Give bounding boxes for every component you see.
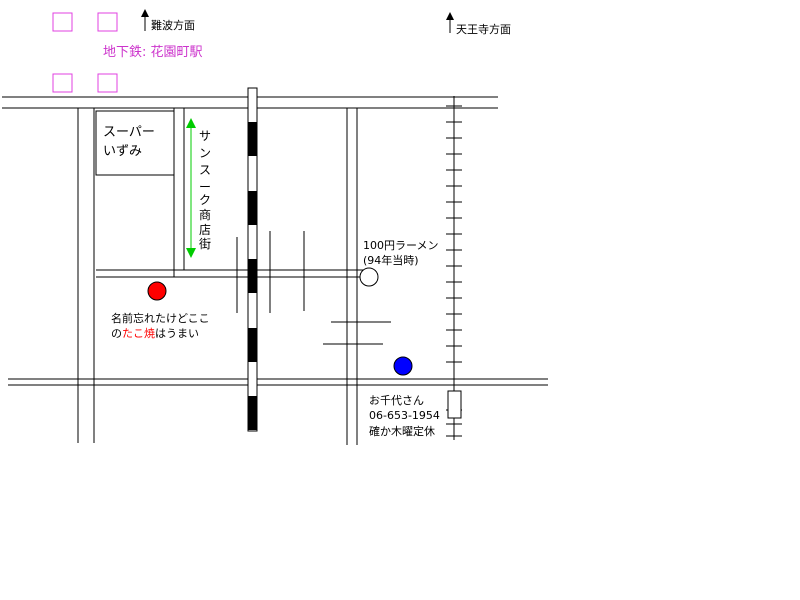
- arcade-label-char: ン: [199, 146, 211, 160]
- takoyaki-label-line1: 名前忘れたけどここ: [111, 311, 210, 325]
- ramen-shop-marker: [359, 267, 379, 287]
- takoyaki-label-highlight: たこ焼: [122, 327, 155, 340]
- takoyaki-shop-marker: [147, 281, 167, 301]
- subway-entrance-marker: [97, 12, 118, 32]
- takoyaki-label-line2: のたこ焼はうまい: [111, 327, 199, 340]
- ramen-label-line2: (94年当時): [363, 253, 419, 267]
- subway-entrance-marker: [52, 12, 73, 32]
- tennoji-direction-arrow: [446, 12, 454, 33]
- ochiyo-label-holiday: 確か木曜定休: [369, 424, 435, 438]
- ochiyo-shop-marker: [393, 356, 413, 376]
- supermarket-label-line1: スーパー: [103, 125, 155, 140]
- arcade-label: サ ン ス ー ク 商 店 街: [199, 129, 211, 251]
- left-vertical-road: [77, 108, 95, 443]
- narrow-street: [173, 108, 185, 277]
- arcade-label-char: ス: [199, 163, 211, 177]
- arcade-arrow: [186, 118, 196, 258]
- takoyaki-label-suffix: はうまい: [155, 327, 199, 340]
- subway-station-label: 地下鉄: 花園町駅: [103, 44, 203, 60]
- tennoji-direction-label: 天王寺方面: [456, 22, 511, 36]
- bottom-road: [8, 378, 548, 386]
- subway-entrance-marker: [52, 73, 73, 93]
- station-platform: [447, 390, 462, 419]
- supermarket-label-line2: いずみ: [103, 144, 142, 159]
- arcade-label-char: サ: [199, 129, 211, 143]
- right-vertical-road: [346, 108, 358, 445]
- block-lines: [236, 231, 391, 345]
- arcade-label-char: 商: [199, 207, 211, 222]
- tennoji-rail-track: [446, 96, 462, 440]
- arcade-label-char: 店: [199, 223, 211, 237]
- namba-direction-arrow: [141, 9, 149, 31]
- arcade-label-char: 街: [199, 237, 211, 251]
- takoyaki-label-prefix: の: [111, 327, 122, 340]
- namba-direction-label: 難波方面: [151, 18, 195, 32]
- railway-line: [247, 87, 258, 432]
- subway-entrance-marker: [97, 73, 118, 93]
- ochiyo-label-name: お千代さん: [369, 394, 424, 407]
- subway-entrances: [52, 12, 118, 93]
- side-street: [96, 269, 368, 278]
- arcade-label-char: ー: [199, 180, 211, 194]
- arcade-label-char: ク: [199, 193, 211, 207]
- ramen-label-line1: 100円ラーメン: [363, 239, 439, 252]
- ochiyo-label-phone: 06-653-1954: [369, 409, 440, 422]
- supermarket-izumi-building: [95, 110, 175, 176]
